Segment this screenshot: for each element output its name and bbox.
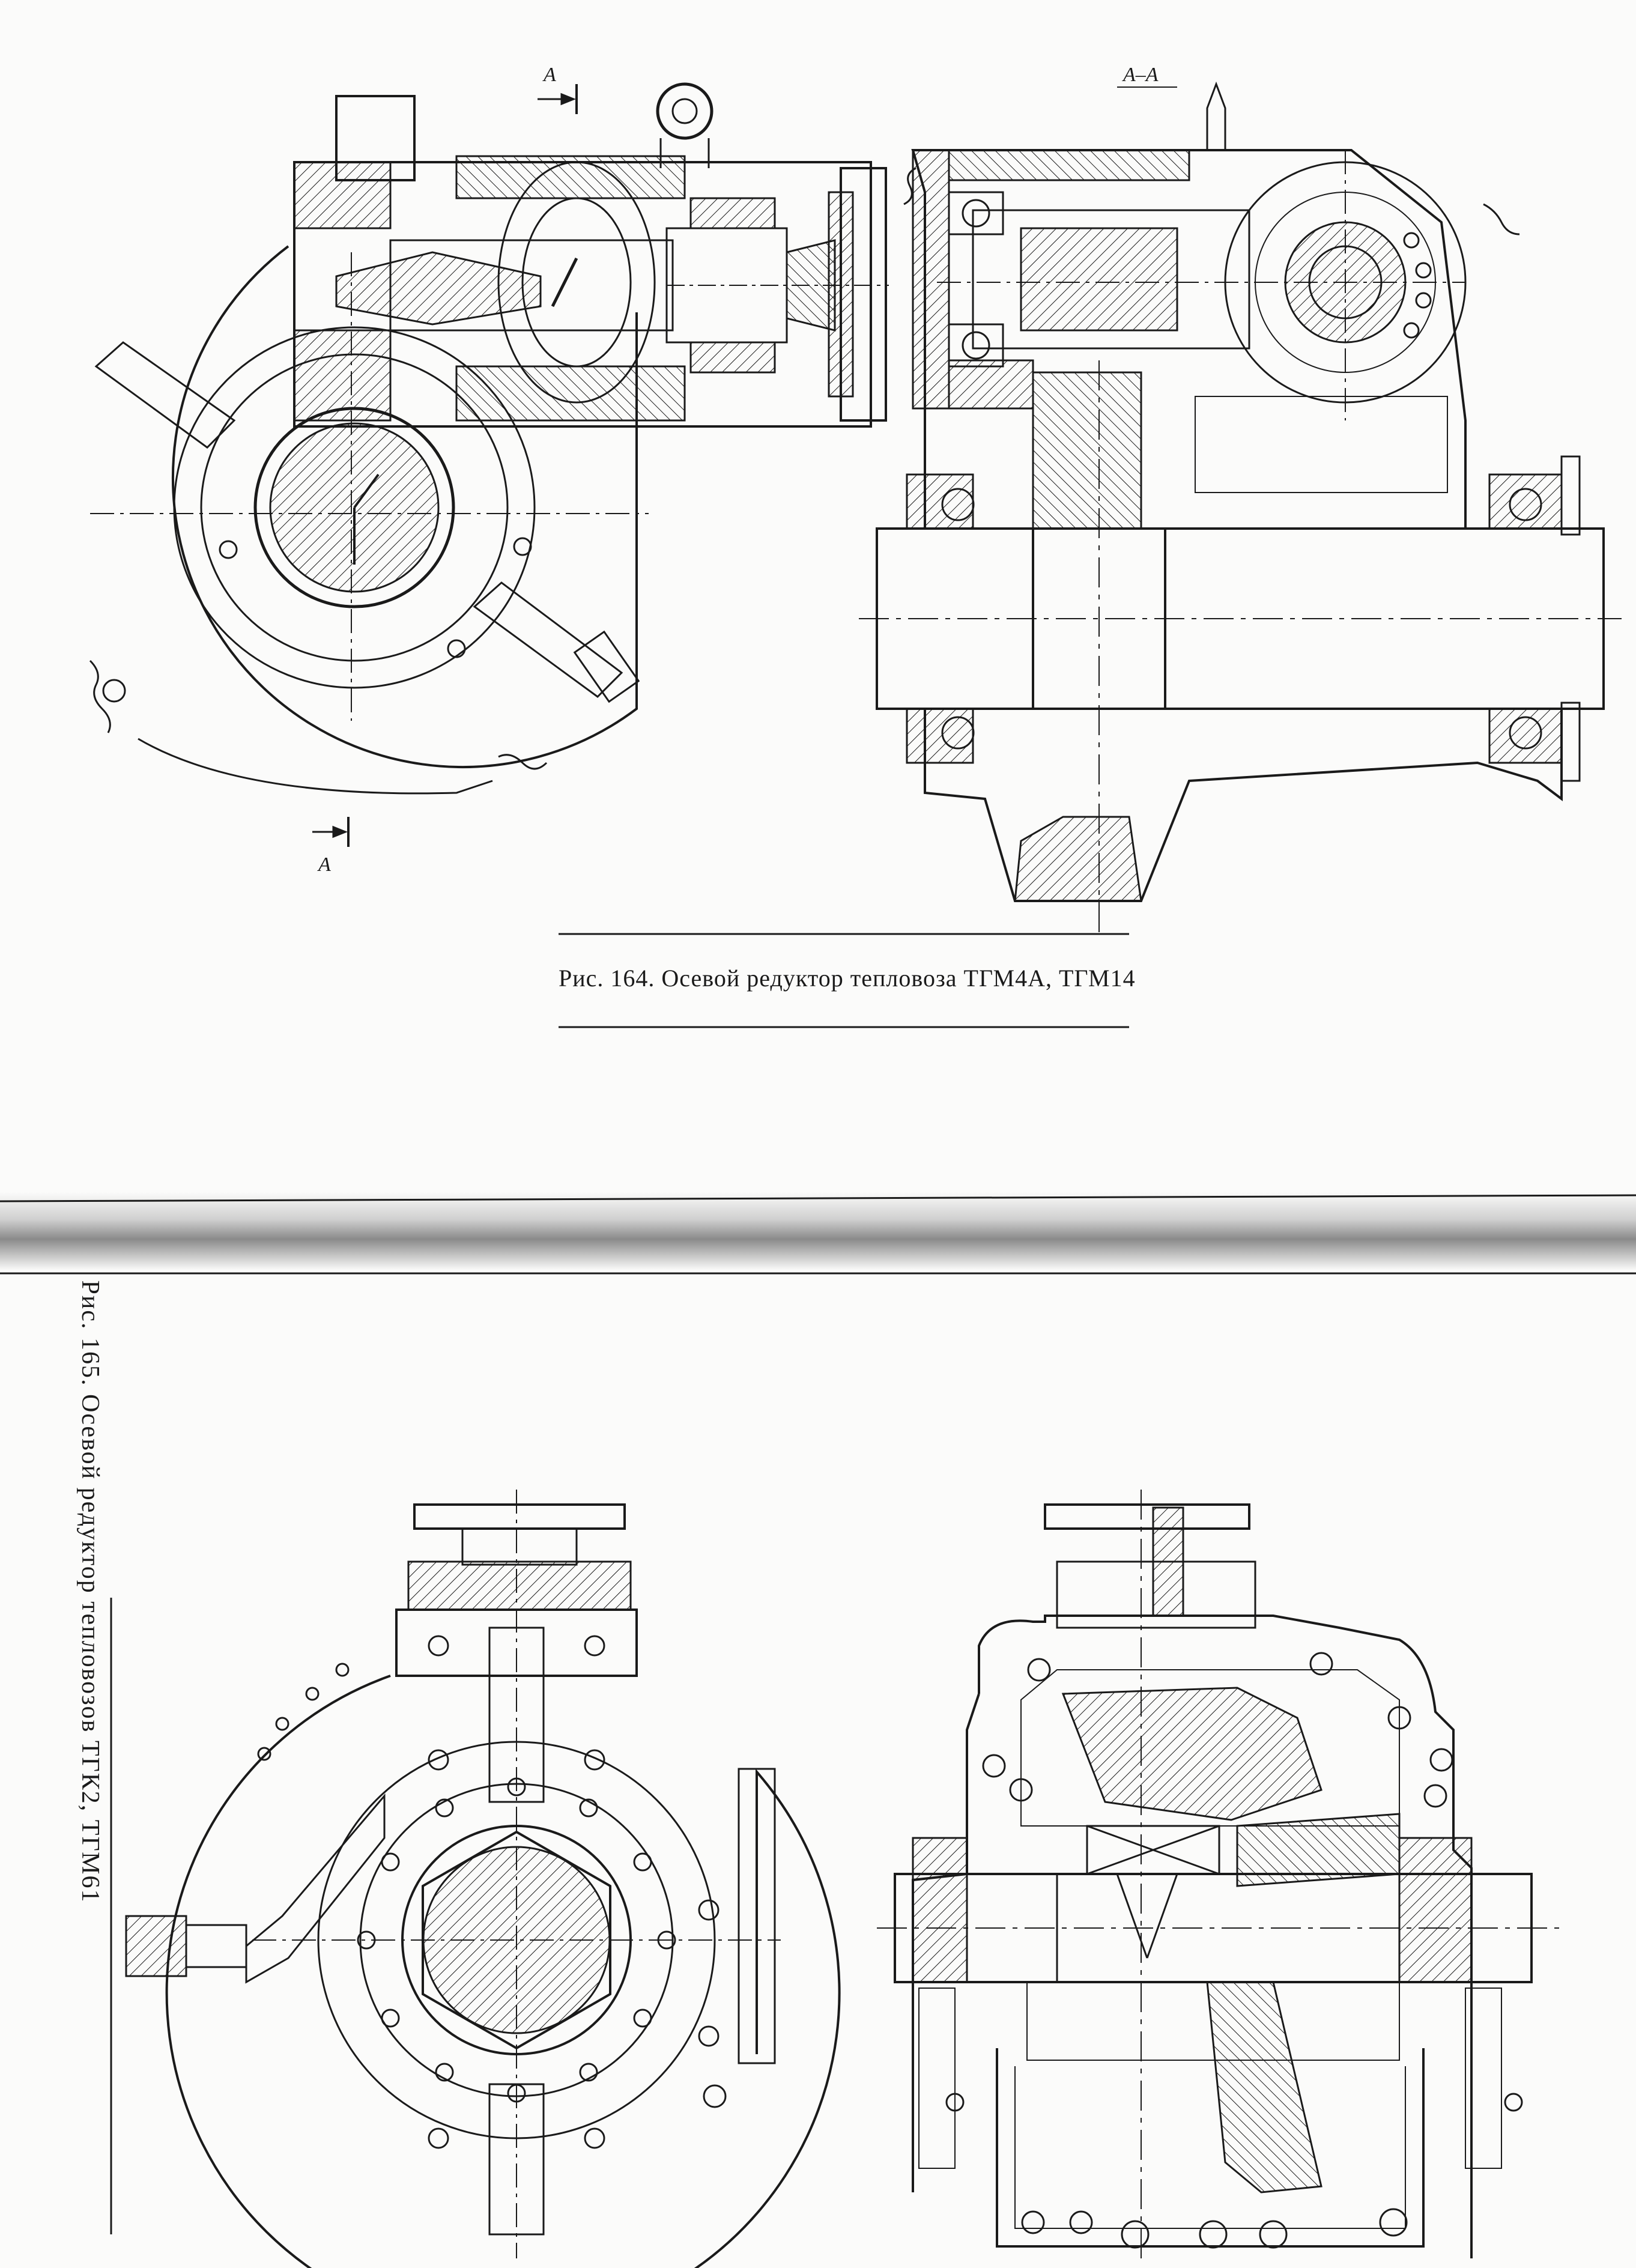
fig164-side-view: [89, 82, 889, 847]
section-mark-top: A: [542, 64, 556, 86]
fig165-end-view: [110, 1490, 841, 2268]
fig164-section-view: [859, 81, 1622, 937]
figure-165-caption: Рис. 165. Осевой редуктор тепловозов ТГК…: [76, 1280, 104, 1903]
section-mark-bottom: A: [317, 854, 331, 876]
page-fold: [0, 1192, 1636, 1275]
figure-164-caption: Рис. 164. Осевой редуктор тепловоза ТГМ4…: [559, 965, 1136, 992]
section-view-title: A–A: [1122, 64, 1159, 86]
fig165-section-view: [877, 1490, 1562, 2258]
